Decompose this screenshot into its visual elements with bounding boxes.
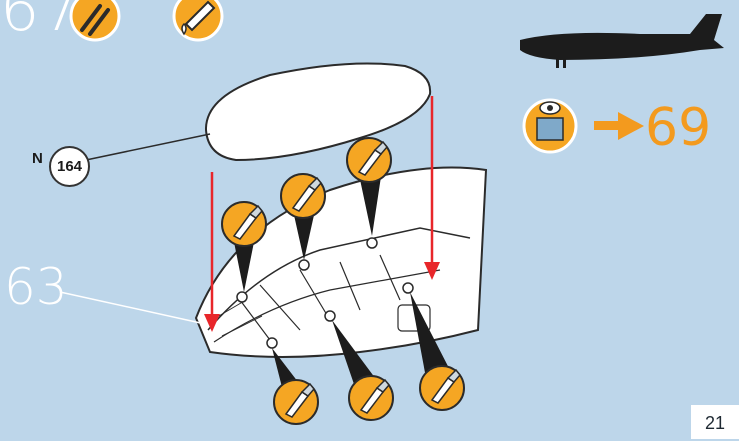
glue-point-callout-4 bbox=[272, 348, 318, 424]
canopy-part bbox=[206, 63, 430, 160]
goto-step-number: 69 bbox=[645, 98, 711, 158]
step-number: 67 bbox=[0, 0, 83, 45]
part-prefix: N bbox=[32, 150, 43, 167]
part-leader-line bbox=[86, 134, 210, 160]
airplane-silhouette-icon bbox=[520, 14, 724, 68]
glue-icon bbox=[174, 0, 222, 40]
reference-step-number: 63 bbox=[4, 258, 68, 316]
reference-leader-line bbox=[60, 292, 205, 324]
part-number-badge: 164 bbox=[49, 146, 90, 187]
eye-book-icon bbox=[524, 100, 576, 152]
page-number: 21 bbox=[691, 405, 739, 439]
goto-arrow-icon bbox=[594, 112, 644, 140]
